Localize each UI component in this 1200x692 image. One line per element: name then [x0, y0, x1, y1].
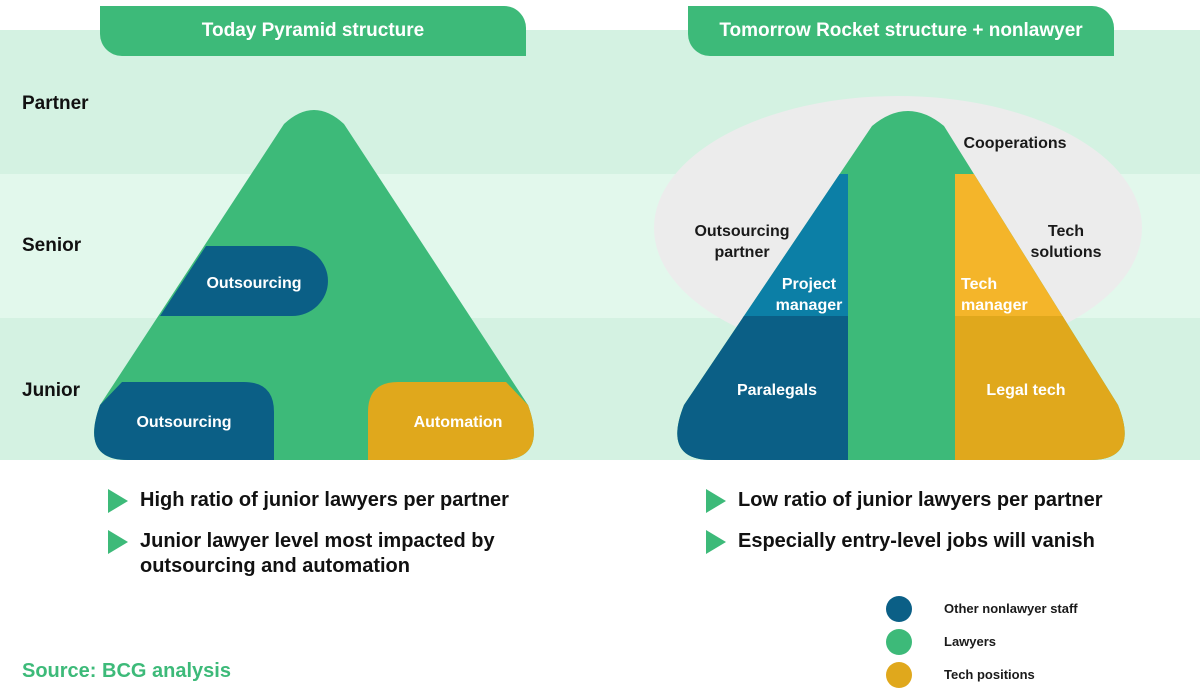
legend-item-nonlawyer: Other nonlawyer staff [886, 592, 1078, 625]
legend-label: Other nonlawyer staff [944, 601, 1078, 616]
label-project-manager: Project manager [775, 276, 843, 314]
label-outsourcing-junior: Outsourcing [136, 414, 232, 431]
bullet-arrow-icon [108, 530, 128, 554]
right-bullet-2: Especially entry-level jobs will vanish [702, 529, 1172, 554]
level-label-partner: Partner [22, 93, 89, 114]
bullet-arrow-icon [706, 489, 726, 513]
legend-label: Lawyers [944, 634, 997, 649]
label-automation: Automation [413, 414, 503, 431]
left-bullet-list: High ratio of junior lawyers per partner… [104, 488, 564, 595]
legend-dot-icon [886, 661, 912, 688]
legend-item-lawyers: Lawyers [886, 625, 1078, 658]
right-bullet-1: Low ratio of junior lawyers per partner [702, 488, 1172, 513]
level-label-junior: Junior [22, 380, 81, 401]
legend-dot-icon [886, 628, 912, 655]
label-tech-manager: Tech manager [961, 276, 1028, 314]
right-bullet-1-text: Low ratio of junior lawyers per partner [738, 489, 1103, 511]
left-bullet-1: High ratio of junior lawyers per partner [104, 488, 564, 513]
right-bullet-2-text: Especially entry-level jobs will vanish [738, 530, 1095, 552]
legend: Other nonlawyer staff Lawyers Tech posit… [886, 592, 1078, 691]
left-pyramid [94, 110, 534, 460]
left-title: Today Pyramid structure [100, 6, 526, 56]
label-legal-tech: Legal tech [986, 382, 1066, 399]
bullet-arrow-icon [706, 530, 726, 554]
left-outsourcing-junior-block [94, 382, 274, 460]
label-cooperations: Cooperations [963, 135, 1067, 152]
right-rocket [654, 96, 1142, 460]
label-outsourcing-senior: Outsourcing [206, 275, 302, 292]
left-bullet-2-text: Junior lawyer level most impacted by out… [140, 530, 495, 577]
legend-item-tech: Tech positions [886, 658, 1078, 691]
legend-label: Tech positions [944, 667, 1035, 682]
source-note: Source: BCG analysis [22, 660, 231, 682]
level-label-senior: Senior [22, 235, 82, 256]
left-bullet-2: Junior lawyer level most impacted by out… [104, 529, 564, 579]
left-bullet-1-text: High ratio of junior lawyers per partner [140, 489, 509, 511]
right-title: Tomorrow Rocket structure + nonlawyer [688, 6, 1114, 56]
bullet-arrow-icon [108, 489, 128, 513]
left-automation-block [368, 382, 534, 460]
right-bullet-list: Low ratio of junior lawyers per partner … [702, 488, 1172, 570]
label-outsourcing-partner: Outsourcing partner [694, 223, 790, 261]
left-outsourcing-senior-block [160, 246, 328, 316]
label-tech-solutions: Tech solutions [1030, 223, 1102, 261]
legend-dot-icon [886, 595, 912, 622]
label-paralegals: Paralegals [736, 382, 818, 399]
